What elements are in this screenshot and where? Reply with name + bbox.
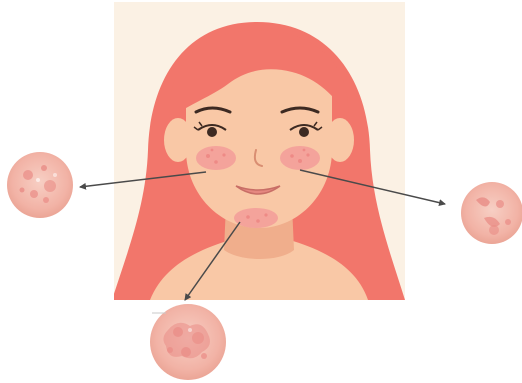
left-cheek-rash bbox=[196, 146, 236, 170]
right-zoom-circle bbox=[461, 182, 522, 244]
bottom-zoom-circle bbox=[150, 304, 226, 380]
right-cheek-rash bbox=[280, 146, 320, 170]
chin-rash bbox=[234, 208, 278, 228]
left-zoom-circle bbox=[7, 152, 73, 218]
